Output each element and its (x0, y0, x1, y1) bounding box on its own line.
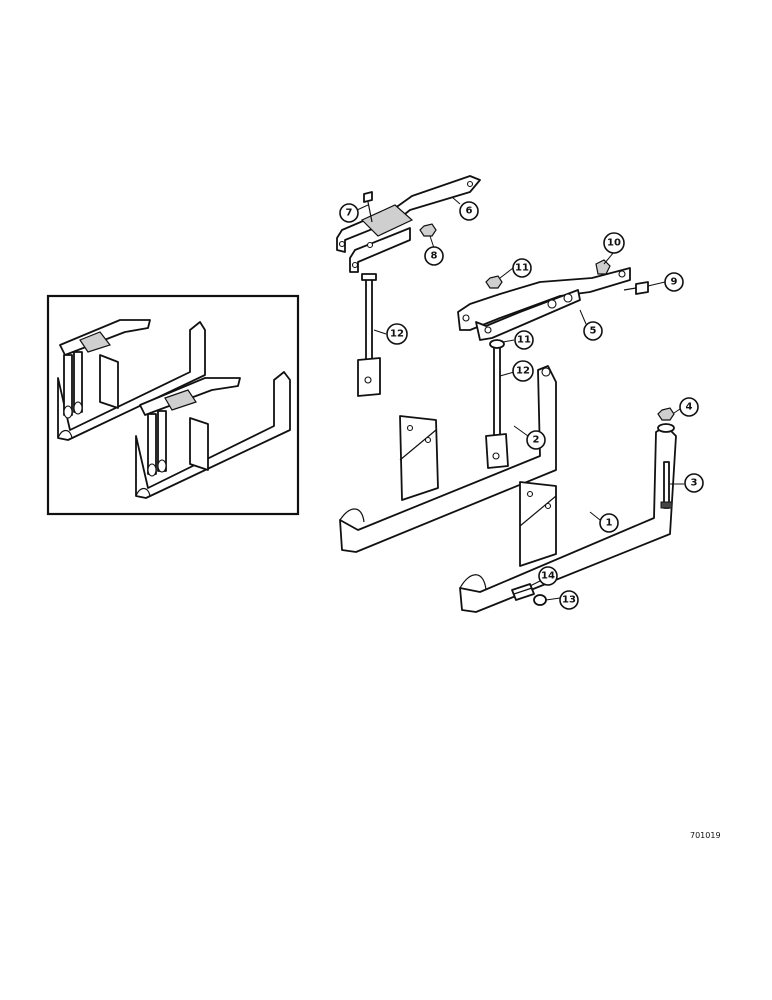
svg-text:6: 6 (466, 206, 473, 217)
rod-part-12-right (485, 339, 509, 469)
svg-text:13: 13 (562, 595, 576, 606)
svg-text:4: 4 (686, 402, 693, 413)
svg-text:10: 10 (607, 238, 621, 249)
callout-5: 5 (583, 321, 603, 341)
svg-text:11: 11 (517, 335, 531, 346)
rear-frame-part-2 (339, 365, 557, 553)
callout-14: 14 (538, 566, 558, 586)
callout-4: 4 (679, 397, 699, 417)
callout-11-upper: 11 (512, 258, 532, 278)
callout-12-right: 12 (512, 360, 534, 382)
callout-11-lower: 11 (514, 330, 534, 350)
upper-rail-part-5 (457, 259, 649, 341)
svg-text:9: 9 (671, 277, 678, 288)
callout-13: 13 (559, 590, 579, 610)
svg-text:3: 3 (691, 478, 698, 489)
svg-text:12: 12 (516, 366, 530, 377)
callout-10: 10 (603, 232, 625, 254)
drawing-number: 701019 (690, 831, 721, 840)
callout-8: 8 (424, 246, 444, 266)
svg-text:14: 14 (541, 571, 555, 582)
svg-text:12: 12 (390, 329, 404, 340)
svg-text:7: 7 (346, 208, 353, 219)
rod-part-12-left (357, 273, 381, 397)
front-frame-part-1 (459, 407, 677, 613)
callout-7: 7 (339, 203, 359, 223)
assembled-view-inset (46, 294, 300, 516)
callout-3: 3 (684, 473, 704, 493)
svg-text:8: 8 (431, 251, 438, 262)
callout-6: 6 (459, 201, 479, 221)
svg-text:1: 1 (606, 518, 613, 529)
callout-12-left: 12 (386, 323, 408, 345)
svg-text:2: 2 (533, 435, 540, 446)
callout-1: 1 (599, 513, 619, 533)
callout-9: 9 (664, 272, 684, 292)
callout-2: 2 (526, 430, 546, 450)
leader-lines (356, 196, 684, 601)
svg-text:11: 11 (515, 263, 529, 274)
svg-text:5: 5 (590, 326, 597, 337)
step-bracket-part-6 (336, 175, 481, 273)
